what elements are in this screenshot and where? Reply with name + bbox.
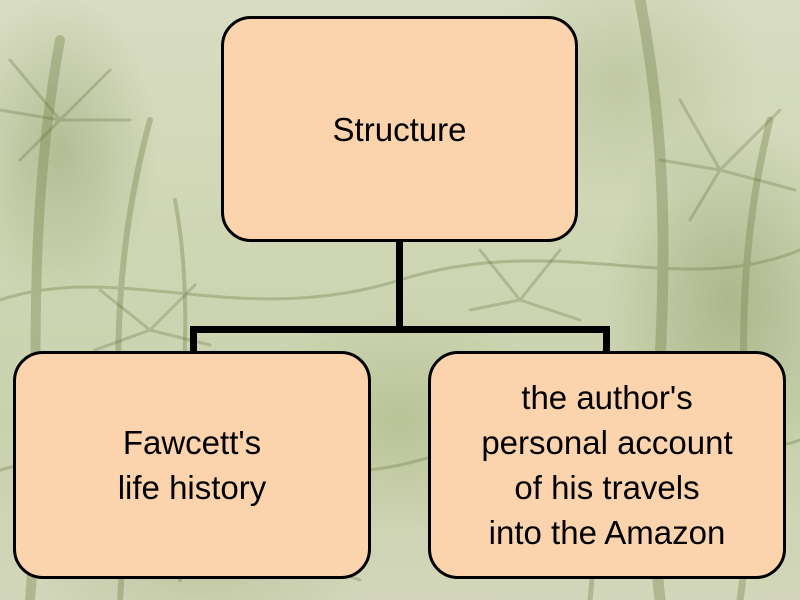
node-author-personal-account: the author's personal account of his tra… (428, 351, 786, 579)
node-fawcett-life-history-label: Fawcett's life history (118, 420, 267, 510)
node-author-personal-account-label: the author's personal account of his tra… (481, 375, 732, 555)
node-structure-label: Structure (333, 107, 467, 152)
connector-horizontal-bar (190, 326, 610, 333)
node-structure: Structure (221, 16, 578, 242)
node-fawcett-life-history: Fawcett's life history (13, 351, 371, 579)
connector-right-drop (603, 326, 610, 353)
connector-root-stem (396, 242, 403, 329)
connector-left-drop (190, 326, 197, 353)
